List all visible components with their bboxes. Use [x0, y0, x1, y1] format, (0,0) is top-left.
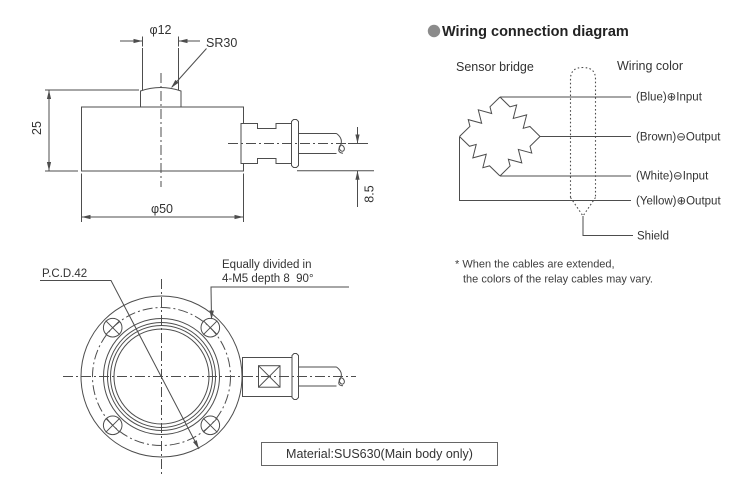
sr30-label: SR30: [206, 36, 237, 50]
wire-label-blue: (Blue)⊕Input: [636, 92, 703, 104]
wire-label-yellow: (Yellow)⊕Output: [636, 196, 721, 208]
dimension-25: 25: [30, 89, 139, 172]
material-label: Material:SUS630(Main body only): [286, 447, 473, 461]
dimension-8-5: 8.5: [297, 127, 377, 207]
wiring-section-title: Wiring connection diagram: [442, 24, 629, 40]
thread-note-line1: Equally divided in: [222, 259, 312, 271]
height-dimension-label: 25: [30, 121, 44, 135]
wire-label-brown: (Brown)⊖Output: [636, 132, 721, 144]
phi50-dimension-label: φ50: [151, 202, 173, 216]
cable-connector-side: [228, 119, 352, 168]
thread-note-line2: 4-M5 depth 8 90°: [222, 273, 314, 285]
footnote-line2: the colors of the relay cables may vary.: [463, 274, 653, 286]
bottom-view-drawing: P.C.D.42 Equally divided in 4-M5 depth 8…: [40, 259, 498, 474]
dimension-phi12: φ12: [120, 23, 200, 47]
main-body-outline: [81, 106, 244, 172]
sensor-bridge-symbol: [459, 96, 541, 177]
side-view-drawing: φ12 SR30 25 φ50: [30, 23, 377, 222]
wire-label-white: (White)⊖Input: [636, 171, 709, 183]
cable-break-symbol: [336, 133, 344, 154]
shield-wire: [582, 216, 633, 236]
leader-sr30: SR30: [171, 36, 237, 88]
bridge-wires: [459, 96, 633, 236]
phi12-dimension-label: φ12: [149, 23, 171, 37]
material-callout: Material:SUS630(Main body only): [261, 442, 498, 466]
sensor-bridge-heading: Sensor bridge: [456, 60, 534, 74]
pcd-label: P.C.D.42: [42, 268, 87, 280]
wiring-color-heading: Wiring color: [617, 59, 683, 73]
cable-sheath-outline: [569, 66, 597, 217]
dimension-phi50: φ50: [81, 173, 244, 222]
wiring-connection-diagram: Wiring connection diagram Sensor bridge …: [427, 24, 721, 286]
bolt-holes: [102, 317, 221, 436]
cable-footnote: * When the cables are extended, the colo…: [455, 259, 653, 286]
footnote-line1: * When the cables are extended,: [455, 259, 615, 271]
section-bullet-icon: [427, 24, 441, 38]
wire-label-shield: Shield: [637, 231, 669, 243]
leader-thread-note: Equally divided in 4-M5 depth 8 90°: [209, 259, 349, 320]
wire-labels: (Blue)⊕Input (Brown)⊖Output (White)⊖Inpu…: [636, 92, 721, 243]
cable-offset-dimension-label: 8.5: [363, 185, 377, 202]
leader-pcd42: P.C.D.42: [40, 268, 200, 450]
